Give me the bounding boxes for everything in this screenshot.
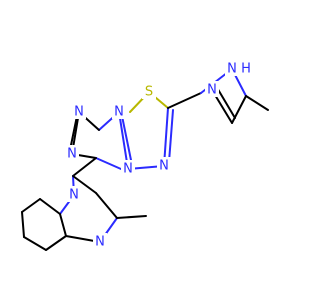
- nitrogen-label: N: [227, 62, 237, 77]
- bond-line: [118, 111, 129, 170]
- nitrogen-atom: N: [157, 157, 171, 174]
- nitrogen-label: N: [123, 162, 133, 177]
- bond-line: [121, 115, 133, 166]
- hydrogen-label: H: [241, 62, 251, 77]
- bond-line: [95, 157, 122, 170]
- bond-line: [59, 213, 67, 237]
- molecule-structure: S N N N N N N N H: [21, 60, 269, 251]
- nitrogen-label: N: [159, 159, 169, 174]
- nitrogen-atom: N: [67, 186, 81, 203]
- sulfur-atom: S: [142, 83, 156, 100]
- nitrogen-h-atom: N H: [225, 60, 253, 77]
- bond-line: [215, 85, 236, 119]
- nitrogen-atom: N: [121, 160, 135, 177]
- bond-line: [23, 236, 47, 251]
- atom-labels: S N N N N N N N H: [65, 60, 253, 250]
- bond-line: [231, 95, 247, 124]
- nitrogen-atom: N: [205, 81, 219, 98]
- bond-line: [69, 115, 78, 151]
- bond-line: [167, 92, 202, 109]
- bond-line: [163, 107, 169, 167]
- bond-line: [21, 198, 41, 213]
- bond-line: [168, 109, 174, 163]
- nitrogen-label: N: [95, 235, 105, 250]
- sulfur-label: S: [145, 85, 153, 100]
- nitrogen-label: N: [74, 105, 84, 120]
- nitrogen-atom: N: [112, 103, 126, 120]
- bond-line: [39, 198, 61, 215]
- bond-line: [72, 175, 97, 194]
- bond-line: [245, 95, 269, 111]
- nitrogen-label: N: [69, 188, 79, 203]
- nitrogen-atom: N: [65, 145, 79, 162]
- nitrogen-atom: N: [93, 233, 107, 250]
- bond-line: [116, 215, 147, 219]
- bond-line: [95, 192, 118, 219]
- bond-line: [72, 157, 97, 177]
- nitrogen-label: N: [114, 105, 124, 120]
- nitrogen-label: N: [207, 83, 217, 98]
- bonds-layer: [21, 68, 269, 251]
- nitrogen-atom: N: [72, 103, 86, 120]
- bond-line: [21, 211, 25, 238]
- bond-line: [45, 235, 67, 251]
- nitrogen-label: N: [67, 147, 77, 162]
